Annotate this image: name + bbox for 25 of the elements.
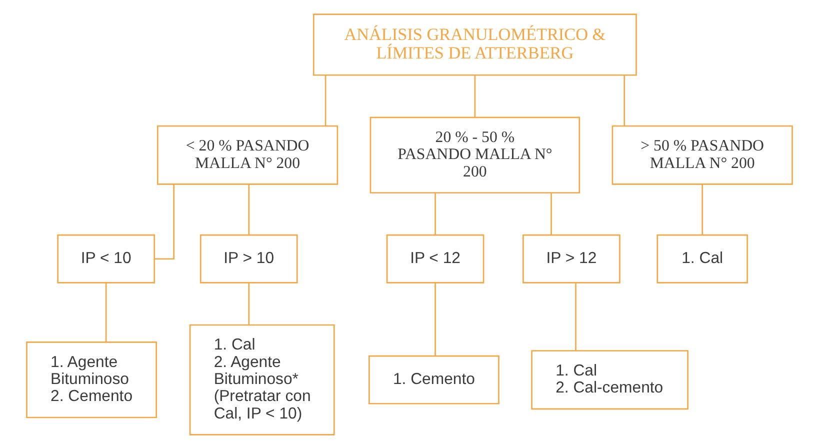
node-box: IP < 10: [57, 234, 155, 283]
node-box: 1. Cal: [656, 234, 748, 283]
node-box: 1. Agente Bituminoso 2. Cemento: [26, 341, 157, 418]
node-box: 1. Cal 2. Cal-cemento: [531, 350, 688, 410]
node-box: 1. Cemento: [368, 354, 500, 404]
connector: [434, 192, 436, 234]
node-box: 1. Cal 2. Agente Bituminoso* (Pretratar con Cal, IP < 10): [189, 324, 335, 435]
connector: [575, 282, 576, 350]
node-box: IP > 12: [522, 234, 620, 283]
node-box: IP < 12: [386, 234, 484, 283]
node-box: 20 % - 50 % PASANDO MALLA N° 200: [370, 116, 580, 193]
connector: [105, 282, 107, 342]
connector: [154, 184, 174, 260]
connector: [624, 74, 625, 126]
connector: [248, 184, 250, 234]
connector: [248, 282, 250, 324]
connector: [324, 74, 326, 126]
connector: [550, 192, 552, 234]
connector: [434, 282, 436, 356]
node-box: IP > 10: [200, 234, 298, 283]
node-box: > 50 % PASANDO MALLA N° 200: [612, 124, 793, 184]
node-box: < 20 % PASANDO MALLA N° 200: [156, 124, 338, 184]
connector: [474, 74, 476, 117]
connector: [702, 184, 703, 234]
node-box: ANÁLISIS GRANULOMÉTRICO & LÍMITES DE ATTERBERG: [312, 13, 637, 76]
